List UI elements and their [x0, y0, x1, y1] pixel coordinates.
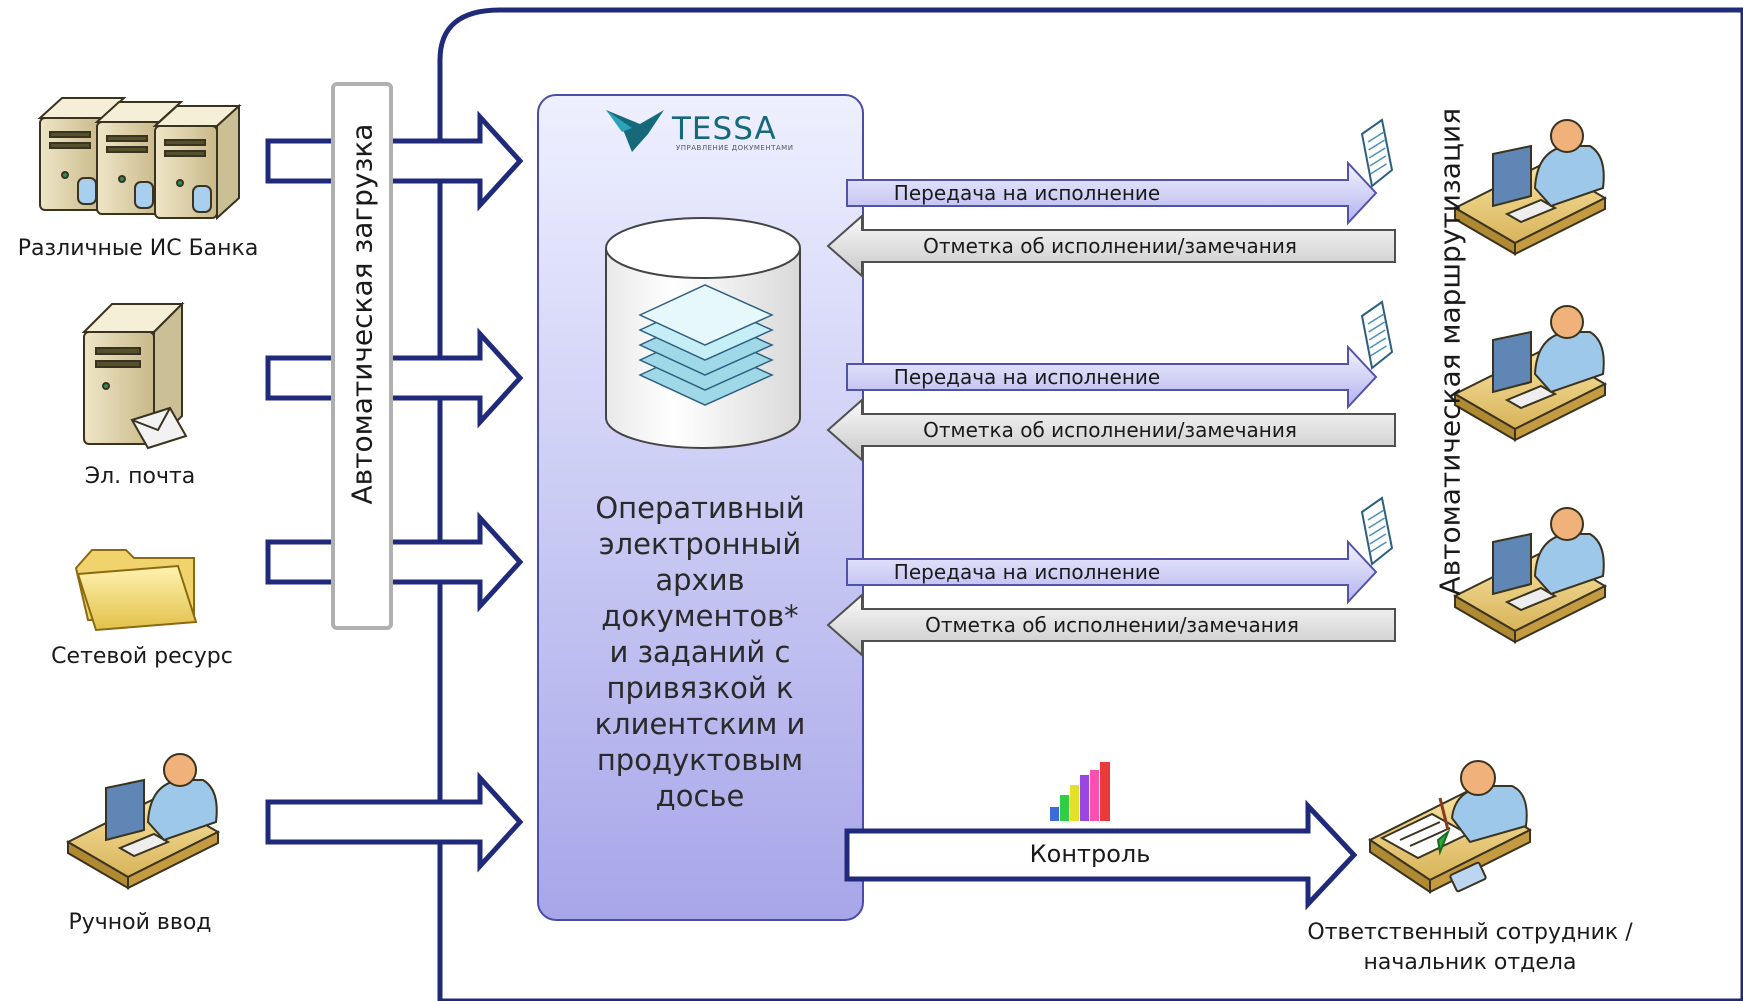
route-2-back-arrow — [826, 397, 1396, 463]
route-3-send-label: Передача на исполнение — [893, 560, 1161, 584]
source-label-manual-input: Ручной ввод — [68, 910, 212, 935]
workstation-user-icon — [1452, 507, 1608, 644]
document-icon — [1360, 496, 1394, 566]
route-2-send-arrow — [846, 344, 1378, 410]
auto-load-band — [331, 82, 393, 630]
responsible-line-1: Ответственный сотрудник / — [1307, 920, 1633, 945]
mail-server-icon — [81, 301, 188, 450]
servers-icon — [37, 97, 242, 221]
route-1-back-label: Отметка об исполнении/замечания — [923, 234, 1297, 258]
route-1-back-arrow — [826, 213, 1396, 279]
route-1-send-label: Передача на исполнение — [893, 181, 1161, 205]
route-1-send-arrow — [846, 160, 1378, 226]
inbound-arrow-1 — [265, 110, 524, 212]
inbound-arrow-4 — [265, 771, 524, 873]
route-2-back-label: Отметка об исполнении/замечания — [923, 418, 1297, 442]
control-arrow — [844, 799, 1358, 911]
outer-frame — [437, 7, 1743, 1001]
workstation-user-icon — [65, 753, 221, 890]
source-label-network-resource: Сетевой ресурс — [51, 644, 233, 669]
inbound-arrow-3 — [265, 511, 524, 613]
workstation-user-icon — [1452, 119, 1608, 256]
tessa-logo-icon — [606, 110, 664, 152]
route-3-back-arrow — [826, 592, 1396, 658]
source-label-email: Эл. почта — [84, 464, 196, 489]
inbound-arrow-2 — [265, 327, 524, 429]
auto-load-label: Автоматическая загрузка — [345, 123, 379, 505]
tessa-brand-text: TESSA — [672, 111, 777, 147]
auto-routing-label: Автоматическая маршрутизация — [1433, 107, 1467, 596]
manager-workstation-icon — [1368, 760, 1532, 894]
route-2-send-label: Передача на исполнение — [893, 365, 1161, 389]
bar-chart-icon — [1050, 762, 1110, 821]
route-3-send-arrow — [846, 539, 1378, 605]
envelope-icon — [130, 406, 188, 450]
source-label-bank-systems: Различные ИС Банка — [17, 236, 259, 261]
workstation-user-icon — [1452, 305, 1608, 442]
route-3-back-label: Отметка об исполнении/замечания — [925, 613, 1299, 637]
document-stack-icon — [638, 284, 774, 406]
document-icon — [1360, 118, 1394, 188]
control-label: Контроль — [1029, 840, 1151, 868]
database-icon — [605, 217, 801, 449]
document-icon — [1360, 300, 1394, 370]
archive-description: Оперативный электронный архив документов… — [594, 491, 806, 813]
folder-icon — [74, 549, 198, 632]
tessa-subtitle-text: УПРАВЛЕНИЕ ДОКУМЕНТАМИ — [676, 144, 794, 152]
responsible-line-2: начальник отдела — [1363, 950, 1577, 975]
